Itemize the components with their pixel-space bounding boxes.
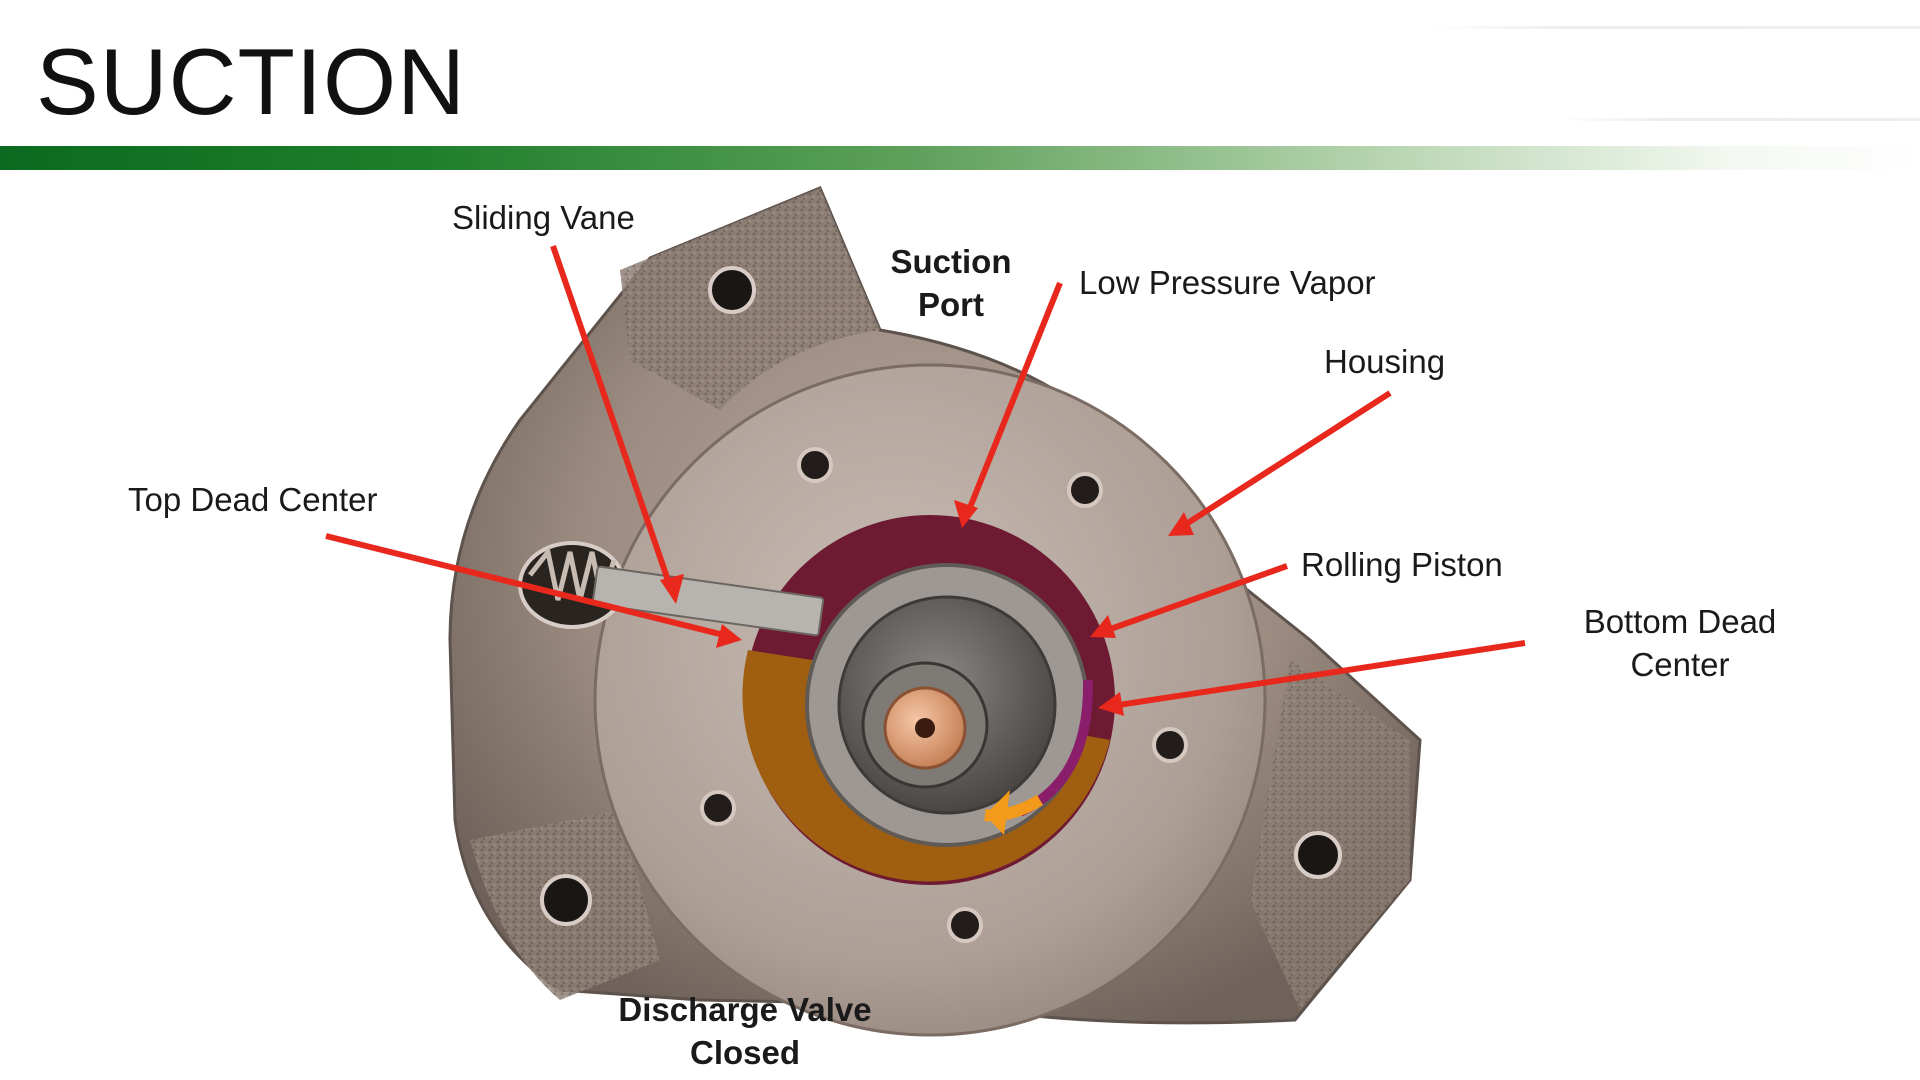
arrow-rolling-piston	[1090, 563, 1289, 638]
label-rolling-piston: Rolling Piston	[1301, 546, 1503, 583]
rotation-arrowhead-icon	[985, 790, 1010, 835]
mounting-holes	[540, 266, 1342, 926]
bolt-holes	[700, 447, 1188, 943]
decorative-line	[1430, 26, 1920, 29]
label-housing: Housing	[1324, 343, 1446, 380]
title-gradient-bar	[0, 146, 1920, 170]
label-low-pressure-vapor: Low Pressure Vapor	[1079, 264, 1376, 301]
label-sliding-vane: Sliding Vane	[452, 199, 635, 236]
arrow-bottom-dead-center	[1098, 640, 1526, 716]
decorative-line	[1560, 118, 1920, 121]
label-top-dead-center: Top Dead Center	[128, 481, 378, 518]
slide-title: SUCTION	[36, 29, 466, 134]
arrow-low-pressure-vapor	[954, 281, 1063, 528]
label-suction-port: Suction Port	[890, 243, 1012, 323]
oil-hole	[915, 718, 935, 738]
arrow-sliding-vane	[550, 245, 684, 604]
arrow-housing	[1168, 390, 1392, 536]
arrow-top-dead-center	[325, 533, 742, 648]
callout-arrows	[325, 245, 1526, 716]
sliding-vane	[591, 565, 825, 637]
label-bottom-dead-center: Bottom Dead Center	[1583, 603, 1777, 683]
label-discharge-valve-closed: Discharge Valve Closed	[618, 991, 872, 1071]
